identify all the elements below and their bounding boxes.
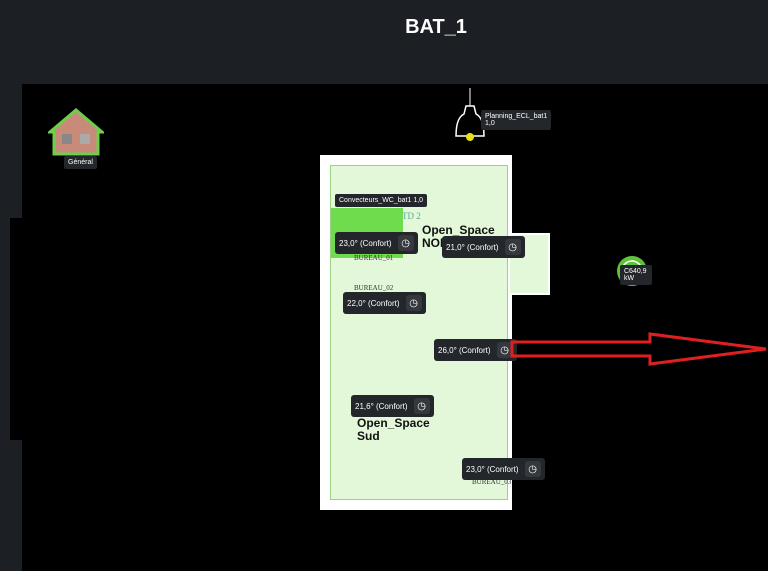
page-title: BAT_1 (405, 16, 467, 38)
thermostat-value: 23,0° (Confort) (339, 238, 392, 248)
thermostat[interactable]: 22,0° (Confort) ◷ (343, 292, 426, 314)
thermostat[interactable]: 21,0° (Confort) ◷ (442, 236, 525, 258)
timer-icon[interactable]: ◷ (504, 239, 521, 255)
thermostat-value: 23,0° (Confort) (466, 464, 519, 474)
bureau-03-label: BUREAU_03 (472, 478, 512, 486)
room-open-space-sud: Open_Space Sud (357, 416, 430, 443)
lamp-button[interactable]: Planning_ECL_bat1 1,0 (455, 88, 552, 147)
thermostat-value: 22,0° (Confort) (347, 298, 400, 308)
thermostat-value: 21,0° (Confort) (446, 242, 499, 252)
bureau-02-label: BUREAU_02 (354, 284, 394, 292)
bureau-01-label: BUREAU_01 (354, 254, 394, 262)
meter-button[interactable]: C640,9 kW (612, 254, 652, 293)
thermostat[interactable]: 26,0° (Confort) ◷ (434, 339, 517, 361)
thermostat[interactable]: 23,0° (Confort) ◷ (462, 458, 545, 480)
timer-icon[interactable]: ◷ (397, 235, 414, 251)
thermostat-value: 26,0° (Confort) (438, 345, 491, 355)
td-label: TD 2 (402, 211, 421, 221)
timer-icon[interactable]: ◷ (413, 398, 430, 414)
left-band (10, 218, 24, 440)
timer-icon[interactable]: ◷ (496, 342, 513, 358)
convecteurs-label[interactable]: Convecteurs_WC_bat1 1,0 (335, 194, 428, 207)
lamp-icon (455, 88, 485, 141)
general-label: Général (64, 156, 97, 169)
timer-icon[interactable]: ◷ (405, 295, 422, 311)
thermostat-value: 21,6° (Confort) (355, 401, 408, 411)
thermostat[interactable]: 23,0° (Confort) ◷ (335, 232, 418, 254)
general-button[interactable]: Général (45, 108, 107, 169)
meter-label: C640,9 kW (620, 265, 652, 285)
timer-icon[interactable]: ◷ (524, 461, 541, 477)
house-icon (45, 108, 107, 156)
lamp-label: Planning_ECL_bat1 1,0 (481, 110, 552, 130)
thermostat[interactable]: 21,6° (Confort) ◷ (351, 395, 434, 417)
arrow-right-icon (510, 332, 767, 366)
